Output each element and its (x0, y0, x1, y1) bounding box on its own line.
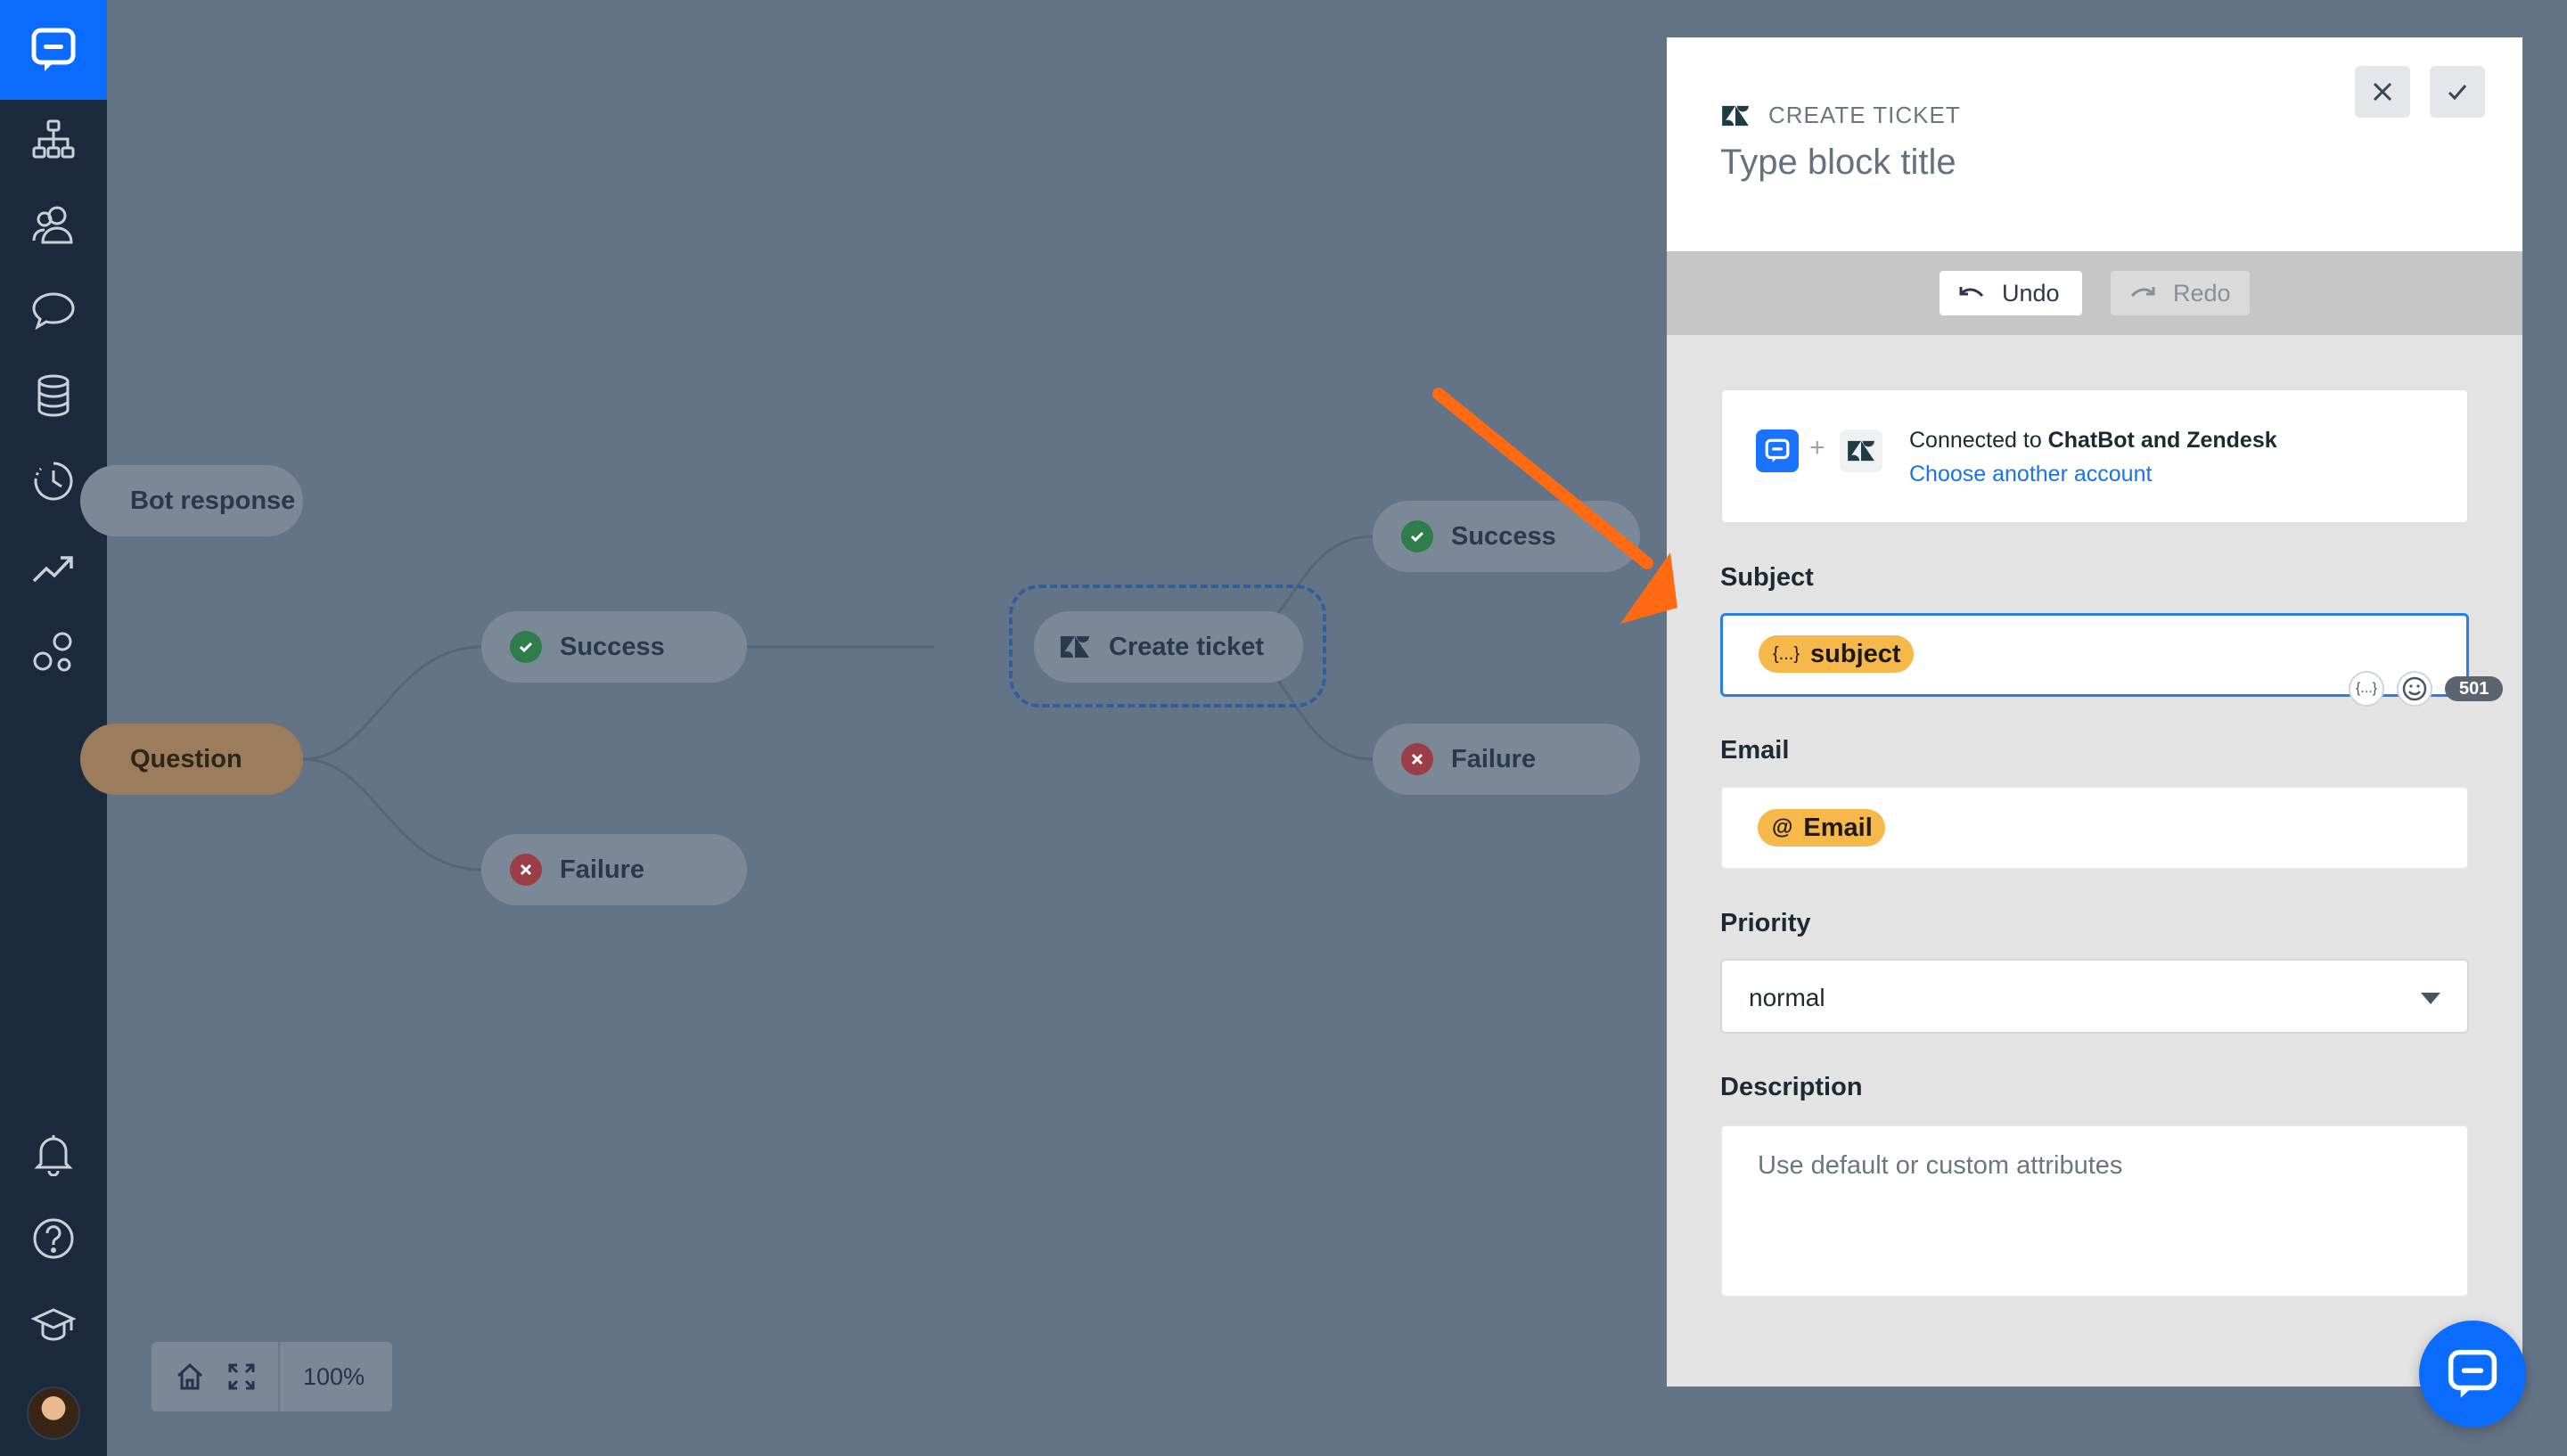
chat-icon (2448, 1349, 2497, 1398)
help-icon[interactable] (27, 1212, 80, 1265)
smiley-icon (2402, 676, 2427, 701)
node-success-right[interactable]: Success (1373, 501, 1640, 572)
at-icon: @ (1772, 815, 1793, 839)
description-placeholder: Use default or custom attributes (1758, 1151, 2123, 1180)
subject-attribute-chip[interactable]: {...} subject (1759, 635, 1914, 673)
node-label: Bot response (130, 486, 296, 515)
priority-value: normal (1749, 984, 1825, 1011)
node-create-ticket[interactable]: Create ticket (1034, 611, 1303, 683)
priority-label: Priority (1720, 909, 1811, 937)
insert-attribute-button[interactable]: {...} (2349, 671, 2384, 707)
divider (278, 1342, 280, 1411)
panel-type-text: CREATE TICKET (1768, 102, 1961, 128)
connection-accounts: ChatBot and Zendesk (2047, 428, 2277, 453)
email-label: Email (1720, 736, 1790, 765)
node-bot-response[interactable]: Bot response (80, 465, 303, 536)
panel-header: CREATE TICKET Type block title (1667, 37, 2522, 251)
connection-prefix: Connected to (1909, 428, 2042, 453)
subject-label: Subject (1720, 563, 1814, 592)
sitemap-icon[interactable] (27, 112, 80, 166)
subject-field[interactable]: {...} subject {...} 501 (1720, 613, 2504, 707)
chip-label: subject (1810, 639, 1901, 668)
choose-account-link[interactable]: Choose another account (1909, 462, 2153, 487)
chat-bubble-icon[interactable] (27, 283, 80, 337)
chat-widget-button[interactable] (2419, 1321, 2526, 1427)
description-label: Description (1720, 1073, 1863, 1101)
confirm-button[interactable] (2430, 66, 2485, 118)
zendesk-icon (1840, 429, 1882, 472)
undo-icon (1959, 287, 1984, 298)
redo-button[interactable]: Redo (2111, 271, 2250, 315)
node-failure-right[interactable]: Failure (1373, 724, 1640, 795)
fullscreen-icon[interactable] (216, 1342, 267, 1411)
history-toolbar: Undo Redo (1667, 251, 2522, 335)
char-count-badge: 501 (2445, 676, 2504, 701)
trend-chart-icon[interactable] (27, 540, 80, 593)
close-icon (2373, 82, 2392, 102)
create-ticket-panel: CREATE TICKET Type block title Undo Redo… (1667, 37, 2522, 1386)
node-label: Failure (560, 855, 645, 884)
failure-x-icon (1401, 743, 1433, 775)
node-label: Question (130, 744, 242, 773)
chip-label: Email (1803, 813, 1873, 842)
email-field[interactable]: @ Email (1720, 786, 2469, 870)
chatbot-logo-icon (1756, 429, 1799, 472)
success-check-icon (510, 631, 542, 663)
undo-label: Undo (2002, 279, 2060, 307)
history-clock-icon[interactable] (27, 454, 80, 508)
users-icon[interactable] (27, 198, 80, 251)
plus-icon: + (1809, 433, 1825, 462)
attribute-icon: {...} (1773, 643, 1800, 664)
panel-type-label: CREATE TICKET (1720, 102, 1961, 129)
node-label: Success (560, 632, 665, 661)
chatbot-logo-icon[interactable] (0, 0, 107, 100)
redo-label: Redo (2173, 279, 2231, 307)
bell-icon[interactable] (27, 1126, 80, 1180)
node-label: Create ticket (1109, 632, 1265, 661)
node-label: Success (1451, 521, 1556, 551)
zendesk-icon (1722, 105, 1749, 126)
node-label: Failure (1451, 744, 1537, 773)
success-check-icon (1401, 520, 1433, 552)
selected-node-outline (1009, 585, 1326, 708)
undo-button[interactable]: Undo (1940, 271, 2082, 315)
chevron-down-icon (2421, 993, 2440, 1004)
node-success-left[interactable]: Success (481, 611, 747, 683)
priority-select[interactable]: normal (1720, 959, 2469, 1034)
integrations-icon[interactable] (27, 626, 80, 679)
home-icon[interactable] (164, 1342, 216, 1411)
flow-canvas[interactable]: Bot response Question Success Failure Cr… (80, 0, 1667, 1456)
failure-x-icon (510, 854, 542, 886)
database-icon[interactable] (27, 369, 80, 422)
description-field[interactable]: Use default or custom attributes (1720, 1125, 2469, 1297)
close-button[interactable] (2355, 66, 2410, 118)
avatar[interactable] (27, 1386, 80, 1440)
block-title-input[interactable]: Type block title (1720, 143, 1956, 182)
sidebar (0, 0, 107, 1456)
node-failure-left[interactable]: Failure (481, 834, 747, 905)
node-question[interactable]: Question (80, 724, 303, 795)
emoji-button[interactable] (2397, 671, 2432, 707)
braces-icon: {...} (2355, 681, 2378, 696)
connection-status: Connected to ChatBot and Zendesk (1909, 428, 2277, 454)
zoom-controls: 100% (152, 1342, 392, 1411)
zoom-level: 100% (303, 1362, 365, 1390)
graduation-cap-icon[interactable] (27, 1297, 80, 1351)
zendesk-icon (1061, 636, 1089, 658)
subject-tools: {...} 501 (2349, 671, 2504, 707)
redo-icon (2130, 287, 2155, 298)
check-icon (2448, 85, 2467, 101)
connection-card: + Connected to ChatBot and Zendesk Choos… (1720, 389, 2469, 524)
email-attribute-chip[interactable]: @ Email (1758, 809, 1885, 847)
